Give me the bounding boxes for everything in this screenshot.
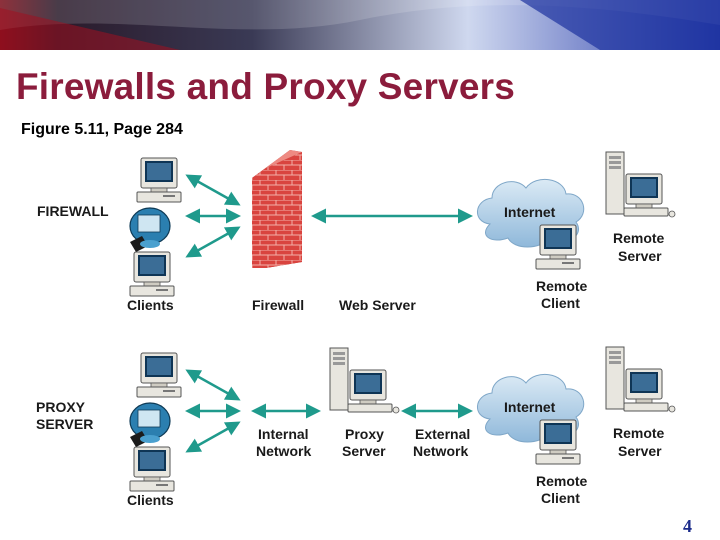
remote-server-label-line1: Remote [613,230,665,246]
page-title: Firewalls and Proxy Servers [16,66,515,107]
remote-server-label-line1: Remote [613,425,665,441]
proxy-section: PROXY SERVER Clients Internal Network Pr… [36,346,676,508]
client-computer-icon [136,352,182,398]
internal-network-label-line2: Network [256,443,311,459]
remote-client-label-line1: Remote [536,473,588,489]
header-banner [0,0,720,50]
connection-arrow [185,174,241,206]
connection-arrow [185,369,241,401]
firewall-icon [252,150,302,268]
connection-arrow [185,226,241,258]
remote-client-icon [535,419,581,465]
client-computer-icon [136,157,182,203]
firewall-section: FIREWALL Clients Firewall Web Server Int… [37,150,676,313]
internal-network-label-line1: Internal [258,426,309,442]
remote-server-label-line2: Server [618,248,662,264]
remote-client-label-line2: Client [541,295,580,311]
clients-label: Clients [127,297,174,313]
page-number: 4 [683,516,692,536]
client-computer-icon [129,402,171,448]
proxy-server-label-line1: Proxy [345,426,384,442]
client-computer-icon [129,251,175,297]
connection-arrow [185,421,241,453]
proxy-server-icon [329,347,400,414]
external-network-label-line2: Network [413,443,468,459]
proxy-server-label-line2: Server [342,443,386,459]
remote-client-icon [535,224,581,270]
external-network-label-line1: External [415,426,470,442]
client-computer-icon [129,446,175,492]
firewall-section-label: FIREWALL [37,203,109,219]
firewall-label: Firewall [252,297,304,313]
remote-server-label-line2: Server [618,443,662,459]
internet-label: Internet [504,399,556,415]
proxy-section-label-line2: SERVER [36,416,93,432]
client-computer-icon [129,207,171,253]
web-server-label: Web Server [339,297,416,313]
remote-client-label-line1: Remote [536,278,588,294]
remote-server-icon [605,151,676,218]
clients-label: Clients [127,492,174,508]
remote-client-label-line2: Client [541,490,580,506]
proxy-section-label-line1: PROXY [36,399,86,415]
internet-label: Internet [504,204,556,220]
figure-caption: Figure 5.11, Page 284 [21,121,183,138]
remote-server-icon [605,346,676,413]
